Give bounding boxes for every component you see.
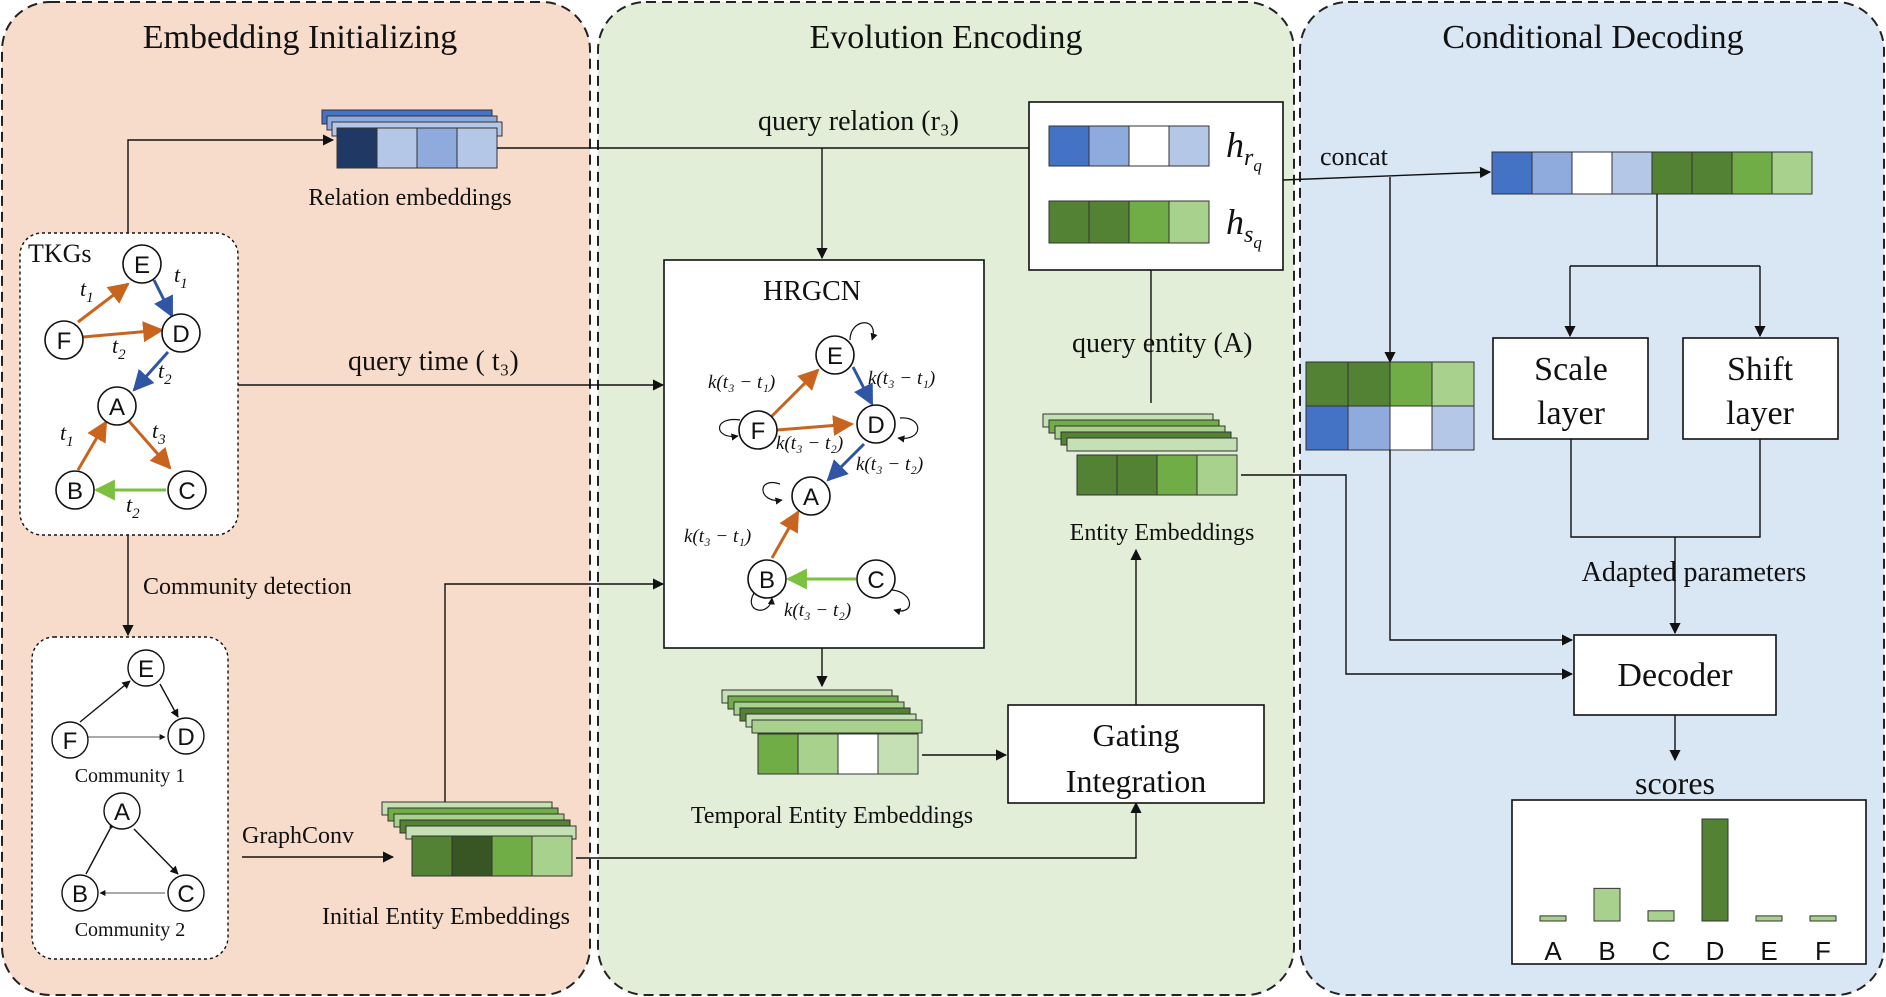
entity-embeddings-label: Entity Embeddings [1070, 520, 1255, 546]
gating-label-line1: Gating [1092, 717, 1179, 753]
hrgcn-edge-label-fd: k(t₃ − t₂) [776, 433, 843, 454]
arrow-init-to-gating [576, 801, 1142, 859]
tkg-edge-label-ac: t3 [152, 418, 166, 448]
hrgcn-node-a: A [803, 484, 819, 511]
c2-node-b: B [72, 881, 88, 908]
concatenated-vector [1491, 151, 1813, 195]
relation-embeddings-label: Relation embeddings [308, 185, 511, 211]
arrow-init-to-hrgcn [444, 578, 665, 802]
community-graph: E F D Community 1 A B C Community 2 [31, 636, 229, 960]
h-rq-label: hrq [1226, 125, 1262, 175]
panel-title-dec: Conditional Decoding [1442, 19, 1743, 56]
hrgcn-edge-label-fe: k(t₃ − t₁) [708, 372, 775, 393]
shift-label-line1: Shift [1727, 351, 1794, 388]
query-grid [1305, 361, 1475, 451]
panel-title-init: Embedding Initializing [143, 19, 457, 56]
tkg-edge-label-ba: t1 [60, 420, 74, 450]
score-bar-f [1809, 915, 1837, 922]
score-tick-d: D [1706, 936, 1725, 966]
score-tick-c: C [1652, 936, 1671, 966]
hrgcn-node-b: B [759, 567, 775, 594]
hrgcn-block: HRGCN E F D A B C k(t₃ − t₁) k(t₃ − t₁) … [663, 259, 985, 649]
hrgcn-label: HRGCN [763, 276, 861, 307]
panel-title-evo: Evolution Encoding [810, 19, 1083, 56]
tkg-edge-label-fe: t1 [80, 276, 94, 306]
arrow-entity-to-decoder [1241, 474, 1574, 680]
tkg-edge-label-da: t2 [158, 358, 172, 388]
tkg-edge-label-fd: t2 [112, 333, 126, 363]
community1-label: Community 1 [75, 765, 186, 787]
initial-entity-embeddings-label: Initial Entity Embeddings [322, 904, 570, 930]
panel-conditional-decoding: Conditional Decoding [1299, 1, 1885, 996]
scale-label-line2: layer [1537, 395, 1606, 432]
tkg-node-a: A [109, 394, 125, 421]
shift-layer-block: Shift layer [1682, 337, 1839, 440]
tkg-node-b: B [67, 478, 83, 505]
score-bar-e [1755, 915, 1783, 922]
hrgcn-node-c: C [867, 567, 884, 594]
initial-entity-embeddings-stack [381, 801, 577, 877]
hrgcn-edge-label-cb: k(t₃ − t₂) [784, 600, 851, 621]
hrgcn-node-d: D [867, 412, 884, 439]
adapted-parameters-label: Adapted parameters [1582, 557, 1807, 588]
query-representation-box: hrq hsq [1028, 101, 1284, 271]
shift-label-line2: layer [1726, 395, 1795, 432]
score-tick-b: B [1598, 936, 1615, 966]
temporal-entity-embeddings-label: Temporal Entity Embeddings [691, 803, 973, 829]
tkgs-label: TKGs [28, 239, 92, 268]
tkg-node-e: E [134, 252, 150, 279]
c1-node-e: E [138, 656, 154, 683]
tkg-edge-label-cb: t2 [126, 492, 140, 522]
score-tick-a: A [1544, 936, 1562, 966]
tkg-node-d: D [172, 321, 189, 348]
relation-embeddings-stack [321, 109, 503, 169]
h-sq-label: hsq [1226, 202, 1262, 252]
hrgcn-edge-label-ba: k(t₃ − t₁) [684, 526, 751, 547]
tkg-node-f: F [57, 328, 72, 355]
tkg-edge-label-ed: t1 [174, 262, 188, 292]
community2-label: Community 2 [75, 919, 186, 941]
community-detection-label: Community detection [143, 574, 352, 600]
c1-node-f: F [63, 728, 78, 755]
query-relation-label: query relation (r₃) [758, 106, 959, 137]
tkg-graph: TKGs E F D A B C t1 t1 t2 t2 t1 t3 t2 [19, 232, 239, 536]
decoder-label: Decoder [1617, 657, 1733, 694]
decoder-block: Decoder [1573, 634, 1777, 716]
concat-label: concat [1320, 142, 1389, 171]
query-entity-label: query entity (A) [1072, 328, 1252, 359]
score-bar-d [1701, 818, 1729, 922]
score-bar-b [1593, 887, 1621, 922]
arrow-tkg-to-relation [127, 134, 335, 233]
score-tick-f: F [1815, 936, 1831, 966]
c2-node-c: C [177, 881, 194, 908]
tkg-node-c: C [178, 478, 195, 505]
temporal-entity-embeddings-stack [721, 689, 923, 775]
entity-embeddings-stack [1042, 413, 1238, 496]
hrgcn-edge-label-ed: k(t₃ − t₁) [868, 368, 935, 389]
c2-node-a: A [114, 799, 130, 826]
scores-label: scores [1635, 765, 1715, 801]
arrow-grid-to-decoder [1389, 450, 1574, 646]
scores-chart: A B C D E F [1511, 799, 1867, 966]
query-time-label: query time ( t₃) [348, 346, 519, 377]
scale-label-line1: Scale [1534, 351, 1608, 388]
score-bar-a [1539, 915, 1567, 922]
hrgcn-node-f: F [751, 418, 766, 445]
arrow-concat [1282, 166, 1492, 181]
hrgcn-edge-label-da: k(t₃ − t₂) [856, 454, 923, 475]
gating-integration-block: Gating Integration [1007, 704, 1265, 804]
score-tick-e: E [1760, 936, 1777, 966]
scale-layer-block: Scale layer [1492, 337, 1649, 440]
hrgcn-node-e: E [827, 343, 843, 370]
graphconv-label: GraphConv [242, 823, 354, 849]
arrow-scale-shift-merge [1570, 439, 1761, 538]
c1-node-d: D [177, 724, 194, 751]
gating-label-line2: Integration [1066, 763, 1206, 799]
score-bar-c [1647, 910, 1675, 922]
